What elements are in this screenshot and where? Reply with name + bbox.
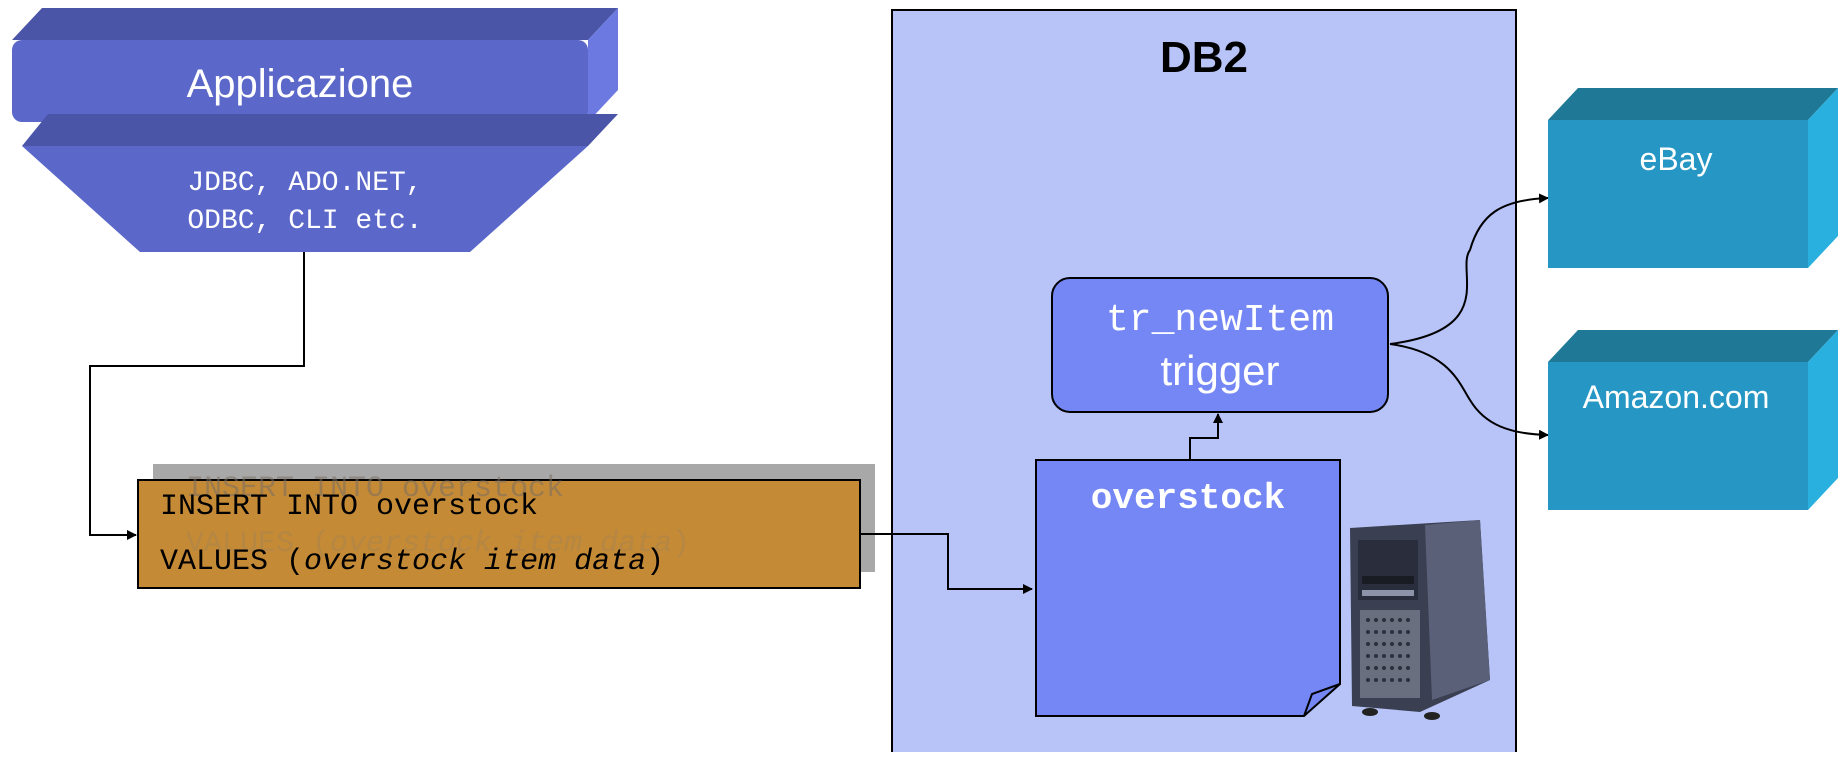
sql-statement-box: INSERT INTO overstock VALUES (overstock … <box>137 464 875 589</box>
trigger-to-amazon-connector <box>1389 343 1549 440</box>
drivers-line-2: ODBC, CLI etc. <box>187 206 422 237</box>
driver-top-face <box>22 114 618 146</box>
trigger-name: tr_newItem <box>1106 299 1334 342</box>
application-block: Applicazione JDBC, ADO.NET, ODBC, CLI et… <box>12 8 618 252</box>
driver-front-face <box>22 146 588 252</box>
amazon-label: Amazon.com <box>1583 379 1770 415</box>
sql-line-2: VALUES (overstock item data) <box>160 545 664 579</box>
trigger-label: trigger <box>1160 347 1279 394</box>
server-icon <box>1350 520 1490 720</box>
db2-title: DB2 <box>1160 33 1248 82</box>
ebay-node: eBay <box>1548 88 1838 268</box>
overstock-table-node <box>1035 459 1341 717</box>
trigger-node <box>1051 277 1389 413</box>
overstock-table-label: overstock <box>1091 478 1285 519</box>
app-right-face <box>588 8 618 122</box>
trigger-to-ebay-connector <box>1389 193 1549 345</box>
amazon-node: Amazon.com <box>1548 330 1838 510</box>
drivers-line-1: JDBC, ADO.NET, <box>187 168 422 199</box>
sql-to-table-connector <box>860 533 1033 594</box>
overstock-page-curl <box>1303 683 1341 717</box>
app-to-sql-connector <box>89 252 305 540</box>
ebay-label: eBay <box>1640 141 1713 177</box>
app-top-face <box>12 8 618 40</box>
application-title: Applicazione <box>187 62 414 106</box>
sql-echo-line-1: INSERT INTO overstock <box>186 472 564 506</box>
sql-echo-line-2: VALUES (overstock item data) <box>186 527 690 561</box>
app-front-face <box>12 40 588 122</box>
table-to-trigger-connector <box>1189 413 1223 460</box>
sql-line-1: INSERT INTO overstock <box>160 490 538 524</box>
